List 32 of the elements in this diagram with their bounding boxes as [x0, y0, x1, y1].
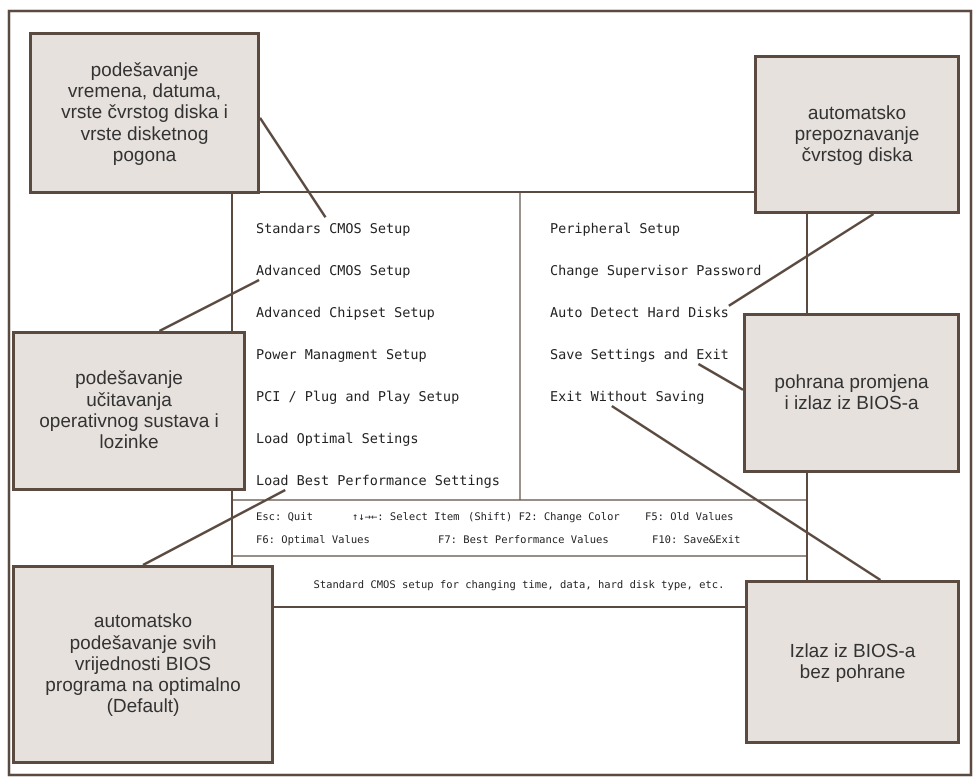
- leader-line: [611, 404, 882, 582]
- callout-box: podešavanje učitavanja operativnog sustava i lozinke: [12, 331, 246, 491]
- menu-item: Exit Without Saving: [550, 388, 704, 406]
- leader-line: [698, 362, 744, 391]
- callout-box: automatsko prepoznavanje čvrstog diska: [754, 55, 960, 214]
- menu-item: Advanced CMOS Setup: [256, 262, 410, 280]
- key-hint: (Shift) F2: Change Color: [468, 510, 620, 524]
- key-hint: F6: Optimal Values: [256, 533, 370, 547]
- menu-item: Peripheral Setup: [550, 220, 680, 238]
- callout-box: Izlaz iz BIOS-a bez pohrane: [745, 580, 960, 744]
- leader-line: [728, 212, 874, 307]
- menu-item: Save Settings and Exit: [550, 346, 729, 364]
- menu-item: Auto Detect Hard Disks: [550, 304, 729, 322]
- callout-box: podešavanje vremena, datuma, vrste čvrstog diska i vrste disketnog pogona: [29, 32, 260, 194]
- key-hint: Esc: Quit: [256, 510, 313, 524]
- menu-item: Change Supervisor Password: [550, 262, 762, 280]
- menu-item: Advanced Chipset Setup: [256, 304, 435, 322]
- leader-line: [158, 278, 260, 332]
- callout-box: automatsko podešavanje svih vrijednosti BIOS programa na optimalno (Default): [12, 565, 274, 764]
- leader-line: [142, 488, 286, 566]
- menu-item: Standars CMOS Setup: [256, 220, 410, 238]
- callout-box: pohrana promjena i izlaz iz BIOS-a: [743, 313, 960, 473]
- status-text: Standard CMOS setup for changing time, data, hard disk type, etc.: [314, 578, 724, 592]
- menu-item: PCI / Plug and Play Setup: [256, 388, 460, 406]
- leader-line: [258, 117, 327, 218]
- menu-item: Power Managment Setup: [256, 346, 427, 364]
- menu-item: Load Optimal Setings: [256, 430, 419, 448]
- key-hint: F10: Save&Exit: [652, 533, 741, 547]
- key-hint: F5: Old Values: [645, 510, 734, 524]
- key-hint: ↑↓→←: Select Item: [352, 510, 460, 524]
- menu-item: Load Best Performance Settings: [256, 472, 500, 490]
- key-hint: F7: Best Performance Values: [438, 533, 609, 547]
